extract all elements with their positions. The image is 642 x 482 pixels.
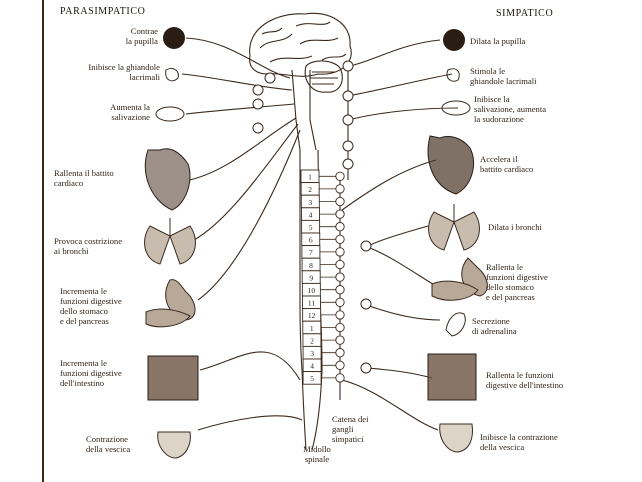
- cerebellum-illustration: [304, 60, 343, 93]
- chain-ganglion: [335, 335, 345, 345]
- sympathetic-header: SIMPATICO: [496, 8, 554, 19]
- chain-ganglion: [335, 171, 345, 181]
- adrenal-gland: [445, 312, 466, 337]
- ganglion-node: [264, 72, 276, 84]
- right-bladder-illustration: [439, 423, 473, 453]
- chain-ganglion: [335, 184, 345, 194]
- right-lungs-illustration: [428, 211, 480, 251]
- left-lungs-illustration: [144, 225, 196, 265]
- chain-ganglion: [335, 310, 345, 320]
- label-stimulates-lacrimal: Stimola le ghiandole lacrimali: [470, 66, 537, 86]
- right-intestine-illustration: [427, 353, 477, 401]
- left-bladder-illustration: [157, 431, 191, 459]
- label-dilates-bronchi: Dilata i bronchi: [488, 222, 542, 232]
- vertebral-segment-number: 1: [310, 324, 314, 333]
- vertebral-segment-number: 5: [309, 223, 313, 232]
- vertebral-segment-number: 10: [308, 286, 316, 295]
- chain-ganglion: [335, 272, 345, 282]
- left-lacrimal-gland: [165, 67, 179, 82]
- ganglion-node: [342, 90, 354, 102]
- label-inhibits-bladder-contraction: Inibisce la contrazione della vescica: [480, 432, 558, 452]
- label-slows-stomach-function: Rallenta le funzioni digestive dello sto…: [486, 262, 548, 302]
- right-salivary-gland: [441, 100, 471, 116]
- left-eye-illustration: [163, 27, 185, 49]
- left-pancreas-illustration: [145, 308, 191, 328]
- left-intestine-illustration: [147, 355, 199, 401]
- label-slows-heartbeat: Rallenta il battito cardiaco: [54, 168, 114, 188]
- ganglion-node: [342, 60, 354, 72]
- right-pancreas-illustration: [431, 280, 479, 301]
- ganglion-node: [360, 240, 372, 252]
- ganglion-node: [342, 114, 354, 126]
- right-heart-illustration: [427, 135, 474, 195]
- left-salivary-gland: [155, 106, 185, 122]
- label-increases-intestine-function: Incrementa le funzioni digestive dell'in…: [60, 358, 122, 388]
- chain-ganglion: [335, 209, 345, 219]
- label-spinal-cord: Midollo spinale: [303, 444, 331, 464]
- chain-ganglion: [335, 222, 345, 232]
- ganglion-node: [342, 140, 354, 152]
- ganglion-node: [252, 98, 264, 110]
- vertebral-segment-number: 12: [308, 311, 316, 320]
- vertebral-segment-number: 8: [309, 261, 313, 270]
- ganglion-node: [252, 122, 264, 134]
- ganglion-node: [360, 298, 372, 310]
- vertebral-segment-number: 3: [308, 198, 312, 207]
- chain-ganglion: [335, 285, 345, 295]
- parasympathetic-header: PARASIMPATICO: [60, 6, 146, 17]
- label-slows-intestine-function: Rallenta le funzioni digestive dell'inte…: [486, 370, 564, 390]
- vertebral-segment-number: 4: [309, 210, 313, 219]
- right-lacrimal-gland: [446, 68, 460, 82]
- label-inhibits-lacrimal: Inibisce la ghiandole lacrimali: [88, 62, 160, 82]
- label-increases-stomach-function: Incrementa le funzioni digestive dello s…: [60, 286, 122, 326]
- brainstem-illustration: [291, 69, 317, 151]
- label-bladder-contraction: Contrazione della vescica: [86, 434, 131, 454]
- chain-ganglion: [335, 360, 345, 370]
- left-heart-illustration: [144, 148, 191, 211]
- ganglion-node: [252, 84, 264, 96]
- vertebral-segment-number: 11: [308, 299, 315, 308]
- chain-ganglion: [335, 348, 345, 358]
- chain-ganglion: [335, 373, 345, 383]
- label-dilates-pupil: Dilata la pupilla: [470, 36, 526, 46]
- vertebral-segment-number: 1: [308, 173, 312, 182]
- ganglion-node: [360, 362, 372, 374]
- ganglion-node: [342, 158, 354, 170]
- chain-ganglion: [335, 196, 345, 207]
- label-contracts-pupil: Contrae la pupilla: [125, 26, 158, 46]
- left-border-line: [42, 0, 44, 482]
- chain-ganglion: [335, 247, 345, 257]
- label-bronchi-constriction: Provoca costrizione ai bronchi: [54, 236, 123, 256]
- chain-ganglion: [335, 297, 345, 307]
- vertebral-segment-number: 7: [309, 248, 313, 257]
- label-inhibits-salivation: Inibisce la salivazione, aumenta la sudo…: [474, 94, 547, 124]
- vertebral-segment-number: 4: [310, 362, 314, 371]
- label-accelerates-heartbeat: Accelera il battito cardiaco: [480, 154, 534, 174]
- vertebral-segment-number: 6: [309, 236, 313, 245]
- chain-ganglion: [335, 322, 345, 333]
- vertebral-segment-number: 3: [310, 349, 314, 358]
- label-increases-salivation: Aumenta la salivazione: [110, 102, 150, 122]
- label-adrenaline-secretion: Secrezione di adrenalina: [472, 316, 517, 336]
- vertebral-segment-number: 9: [309, 273, 313, 282]
- vertebral-segment-number: 2: [308, 185, 312, 194]
- vertebral-segment-number: 2: [310, 336, 314, 345]
- label-sympathetic-chain: Catena dei gangli simpatici: [332, 414, 369, 444]
- right-eye-illustration: [443, 29, 465, 51]
- chain-ganglion: [335, 259, 345, 270]
- chain-ganglion: [335, 234, 345, 244]
- sympathetic-ganglia: [252, 60, 372, 383]
- vertebral-segment-number: 5: [310, 374, 314, 383]
